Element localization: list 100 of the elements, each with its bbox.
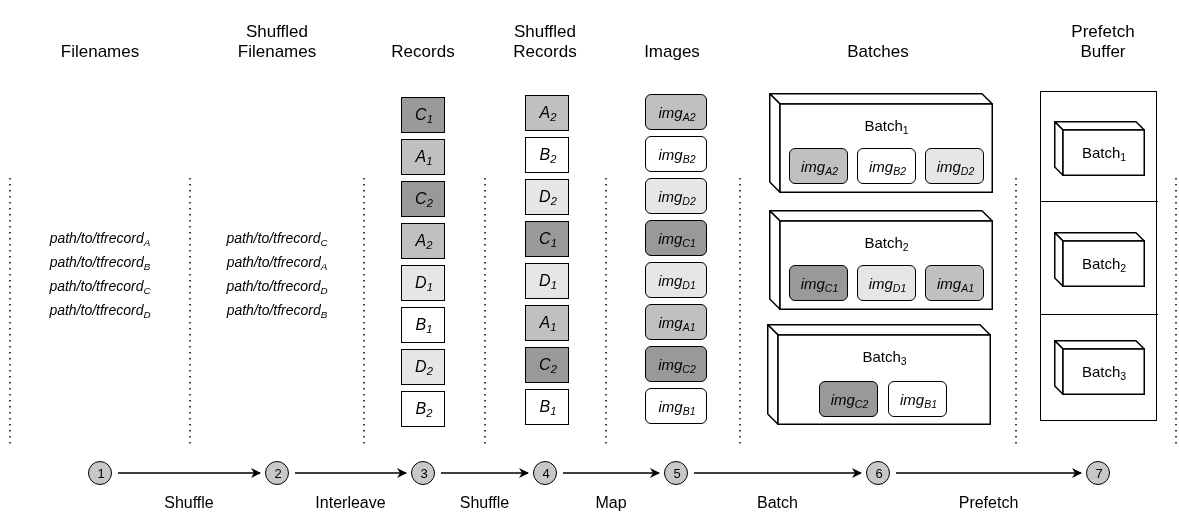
filename-text: path/to/tfrecord$_{A}$	[225, 253, 329, 271]
column-heading: Records	[390, 42, 456, 62]
item-label: img$_{A1}$	[657, 313, 697, 331]
arrow	[117, 468, 261, 478]
item-label: img$_{A2}$	[800, 157, 839, 175]
item-label: C$_{1}$	[414, 106, 434, 124]
column-heading: Prefetch Buffer	[1070, 22, 1136, 62]
image-box	[857, 265, 916, 301]
item-label: D$_{1}$	[538, 272, 558, 290]
arrow	[895, 468, 1082, 478]
item-label: img$_{C1}$	[657, 229, 697, 247]
image-box	[645, 346, 707, 382]
item-label: A$_{2}$	[414, 232, 434, 250]
record-box	[525, 389, 569, 425]
batch-label: Batch$_{2}$	[863, 234, 910, 251]
step-number: 2	[273, 465, 283, 481]
item-label: img$_{C2}$	[829, 390, 870, 408]
batch-label: Batch$_{1}$	[1080, 143, 1128, 161]
step-circle	[664, 461, 688, 485]
image-box	[645, 388, 707, 424]
item-label: img$_{B2}$	[657, 145, 697, 163]
column-heading: Filenames	[59, 42, 141, 62]
edge-label: Map	[594, 493, 628, 513]
item-label: A$_{1}$	[414, 148, 434, 166]
filename-text: path/to/tfrecord$_{C}$	[48, 277, 152, 295]
filename-text: path/to/tfrecord$_{B}$	[225, 301, 329, 319]
record-box	[525, 137, 569, 173]
step-number: 7	[1094, 465, 1104, 481]
item-label: A$_{1}$	[538, 314, 558, 332]
edge-label: Shuffle	[458, 493, 511, 513]
step-circle	[866, 461, 890, 485]
column-heading: Shuffled Records	[512, 22, 578, 62]
item-label: img$_{D2}$	[657, 187, 697, 205]
record-box	[525, 263, 569, 299]
item-label: img$_{B1}$	[657, 397, 697, 415]
image-box	[645, 220, 707, 256]
arrow	[562, 468, 660, 478]
record-box	[525, 95, 569, 131]
edge-label: Batch	[756, 493, 799, 513]
arrow	[693, 468, 862, 478]
arrow	[294, 468, 407, 478]
item-label: B$_{1}$	[414, 316, 434, 334]
image-box	[857, 148, 916, 184]
step-circle	[1086, 461, 1110, 485]
buffer-box	[1040, 91, 1157, 421]
item-label: img$_{D1}$	[657, 271, 697, 289]
item-label: img$_{C1}$	[799, 274, 840, 292]
record-box	[401, 349, 445, 385]
item-label: img$_{D1}$	[867, 274, 908, 292]
item-label: A$_{2}$	[538, 104, 558, 122]
image-box	[789, 148, 848, 184]
step-number: 6	[874, 465, 884, 481]
filename-text: path/to/tfrecord$_{C}$	[225, 229, 329, 247]
item-label: D$_{2}$	[538, 188, 558, 206]
image-box	[925, 148, 984, 184]
record-box	[401, 139, 445, 175]
column-heading: Batches	[846, 42, 910, 62]
batch-label: Batch$_{2}$	[1080, 254, 1128, 272]
image-box	[645, 304, 707, 340]
edge-label: Interleave	[314, 493, 387, 513]
item-label: C$_{2}$	[414, 190, 434, 208]
batch-cuboid	[1054, 232, 1145, 287]
image-box	[925, 265, 984, 301]
record-box	[401, 307, 445, 343]
step-circle	[411, 461, 435, 485]
batch-cuboid	[769, 210, 993, 310]
item-label: B$_{1}$	[538, 398, 558, 416]
filename-text: path/to/tfrecord$_{D}$	[48, 301, 152, 319]
step-circle	[533, 461, 557, 485]
image-box	[645, 178, 707, 214]
item-label: D$_{1}$	[414, 274, 434, 292]
record-box	[401, 265, 445, 301]
record-box	[525, 305, 569, 341]
record-box	[401, 223, 445, 259]
step-number: 4	[541, 465, 551, 481]
step-circle	[265, 461, 289, 485]
item-label: img$_{A2}$	[657, 103, 697, 121]
step-circle	[88, 461, 112, 485]
item-label: B$_{2}$	[538, 146, 558, 164]
batch-cuboid	[767, 324, 991, 425]
item-label: img$_{B2}$	[868, 157, 907, 175]
column-heading: Images	[643, 42, 701, 62]
record-box	[401, 97, 445, 133]
item-label: C$_{2}$	[538, 356, 558, 374]
item-label: img$_{C2}$	[657, 355, 697, 373]
batch-label: Batch$_{3}$	[1080, 362, 1128, 380]
item-label: img$_{B1}$	[899, 390, 938, 408]
filename-text: path/to/tfrecord$_{D}$	[225, 277, 329, 295]
image-box	[789, 265, 848, 301]
filename-text: path/to/tfrecord$_{A}$	[48, 229, 152, 247]
record-box	[525, 221, 569, 257]
batch-label: Batch$_{1}$	[863, 117, 910, 134]
image-box	[819, 381, 878, 417]
image-box	[888, 381, 947, 417]
image-box	[645, 136, 707, 172]
record-box	[525, 347, 569, 383]
batch-cuboid	[769, 93, 993, 193]
record-box	[401, 181, 445, 217]
column-heading: Shuffled Filenames	[236, 22, 318, 62]
item-label: D$_{2}$	[414, 358, 434, 376]
